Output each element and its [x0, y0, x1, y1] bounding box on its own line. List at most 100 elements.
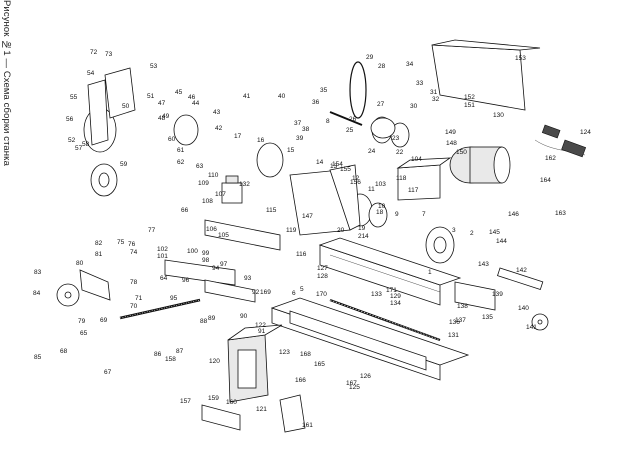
carriage: [164, 219, 281, 303]
callout-label: 110: [208, 172, 219, 179]
callout-label: 169: [260, 289, 271, 296]
callout-label: 133: [371, 291, 382, 298]
gear-train: [83, 107, 410, 228]
lathe-bed: [318, 237, 462, 306]
callout-label: 149: [445, 129, 456, 136]
callout-label: 93: [244, 275, 252, 282]
callout-label: 138: [457, 303, 468, 310]
motor: [449, 146, 511, 184]
callout-label: 34: [406, 61, 414, 68]
callout-label: 36: [312, 99, 320, 106]
rack: [119, 298, 201, 320]
callout-label: 45: [175, 89, 183, 96]
tailstock: [454, 267, 549, 331]
callout-label: 153: [515, 55, 526, 62]
callout-label: 134: [390, 300, 401, 307]
callout-label: 94: [212, 265, 220, 272]
callout-label: 30: [410, 103, 418, 110]
callout-label: 3: [452, 227, 456, 234]
callout-label: 78: [130, 279, 138, 286]
callout-label: 77: [148, 227, 156, 234]
callout-label: 123: [279, 349, 290, 356]
callout-label: 109: [198, 180, 209, 187]
callout-label: 127: [317, 265, 328, 272]
callout-label: 23: [392, 135, 400, 142]
callout-label: 70: [130, 303, 138, 310]
callout-label: 8: [326, 118, 330, 125]
callout-label: 95: [170, 295, 178, 302]
callout-label: 72: [90, 49, 98, 56]
callout-label: 101: [157, 253, 168, 260]
callout-label: 106: [206, 226, 217, 233]
callout-label: 38: [302, 126, 310, 133]
callout-label: 121: [256, 406, 267, 413]
callout-label: 14: [316, 159, 324, 166]
callout-label: 162: [545, 155, 556, 162]
callout-label: 40: [278, 93, 286, 100]
callout-label: 61: [177, 147, 185, 154]
callout-label: 86: [154, 351, 162, 358]
callout-label: 89: [208, 315, 216, 322]
callout-label: 42: [215, 125, 223, 132]
callout-label: 48: [158, 115, 166, 122]
end-cover: [396, 157, 452, 201]
callout-label: 171: [386, 287, 397, 294]
callout-label: 80: [76, 260, 84, 267]
callout-label: 115: [266, 207, 277, 214]
callout-label: 24: [368, 148, 376, 155]
callout-label: 150: [456, 149, 467, 156]
callout-label: 25: [346, 127, 354, 134]
callout-label: 160: [226, 399, 237, 406]
callout-label: 99: [202, 250, 210, 257]
callout-label: 69: [100, 317, 108, 324]
callout-label: 102: [157, 246, 168, 253]
callout-label: 12: [352, 175, 360, 182]
callout-label: 76: [128, 241, 136, 248]
chuck: [425, 226, 455, 264]
callout-label: 155: [340, 166, 351, 173]
callout-label: 6: [292, 290, 296, 297]
callout-label: 9: [395, 211, 399, 218]
callout-label: 44: [192, 100, 200, 107]
callout-label: 26: [349, 116, 357, 123]
callout-label: 98: [202, 257, 210, 264]
callout-label: 52: [68, 137, 76, 144]
callout-label: 41: [243, 93, 251, 100]
callout-label: 57: [75, 145, 83, 152]
callout-label: 68: [60, 348, 68, 355]
callout-label: 108: [202, 198, 213, 205]
callout-label: 129: [390, 293, 401, 300]
callout-label: 55: [70, 94, 78, 101]
callout-label: 141: [526, 324, 537, 331]
callout-label: 163: [555, 210, 566, 217]
callout-label: 73: [105, 51, 113, 58]
callout-label: 74: [130, 249, 138, 256]
callout-label: 158: [165, 356, 176, 363]
callout-label: 146: [508, 211, 519, 218]
callout-label: 71: [135, 295, 143, 302]
callout-label: 79: [78, 318, 86, 325]
callout-label: 37: [294, 120, 302, 127]
callout-label: 157: [180, 398, 191, 405]
callout-label: 33: [416, 80, 424, 87]
callout-label: 64: [160, 275, 168, 282]
callout-label: 59: [120, 161, 128, 168]
callout-label: 10: [378, 203, 386, 210]
callout-label: 143: [478, 261, 489, 268]
callout-label: 164: [540, 177, 551, 184]
leadscrew: [329, 298, 441, 342]
callout-label: 167: [346, 380, 357, 387]
callout-label: 75: [117, 239, 125, 246]
callout-label: 66: [181, 207, 189, 214]
callout-label: 27: [377, 101, 385, 108]
callout-label: 60: [168, 136, 176, 143]
callout-label: 144: [496, 238, 507, 245]
callout-label: 139: [492, 291, 503, 298]
switch-bracket: [201, 394, 306, 433]
callout-label: 2: [470, 230, 474, 237]
callout-label: 100: [187, 248, 198, 255]
callout-label: 13: [330, 163, 338, 170]
callout-label: 16: [257, 137, 265, 144]
callout-label: 92: [252, 289, 260, 296]
